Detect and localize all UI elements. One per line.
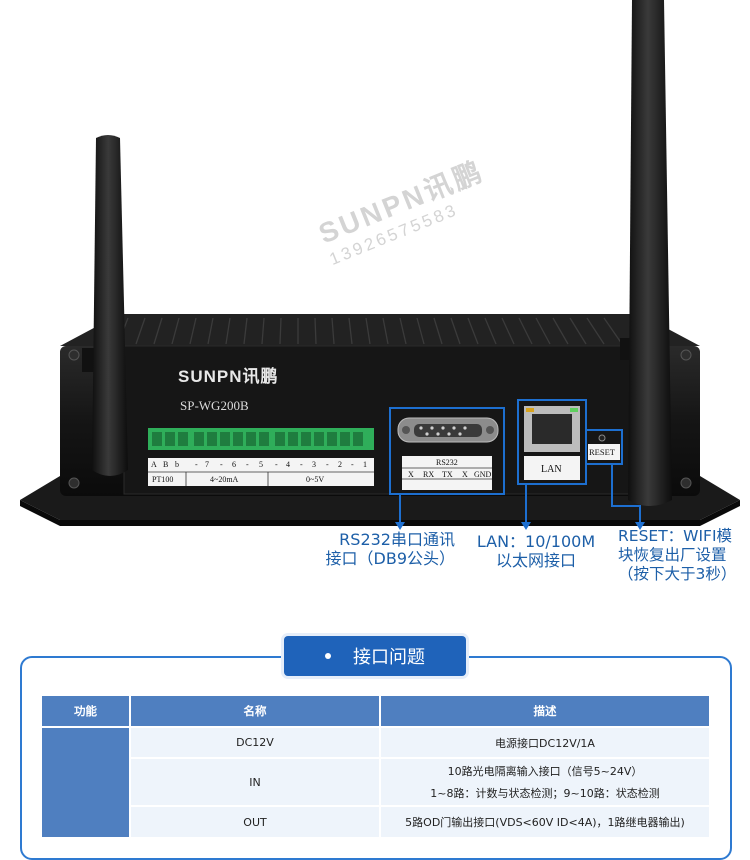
interface-table: 功能 名称 描述 DC12V 电源接口DC12V/1A IN 10路光电隔离输入…: [40, 694, 711, 839]
terminal-label-dash: -: [351, 460, 354, 469]
row-description-line: 10路光电隔离输入接口（信号5~24V）: [447, 765, 643, 778]
callout-rs232: RS232串口通讯 接口（DB9公头）: [320, 530, 455, 568]
callout-lan-line2: 以太网接口: [495, 551, 576, 570]
terminal-label-2: 2: [338, 460, 342, 469]
device-brand-logo: SUNPN讯鹏: [178, 367, 279, 386]
lan-port-label: LAN: [541, 464, 562, 475]
section-title: 接口问题: [284, 636, 466, 676]
table-header-row: 功能 名称 描述: [42, 696, 709, 726]
rs232-pin-1: X: [408, 470, 414, 479]
reset-button-label: RESET: [589, 447, 615, 457]
function-group-cell: [42, 728, 129, 837]
row-description: 10路光电隔离输入接口（信号5~24V） 1~8路：计数与状态检测；9~10路：…: [381, 759, 709, 805]
rs232-pin-4: X: [462, 470, 468, 479]
terminal-group-0-5v: 0~5V: [306, 475, 325, 484]
callout-rs232-line1: RS232串口通讯: [339, 530, 455, 549]
device-model-label: SP-WG200B: [180, 398, 249, 413]
row-description: 电源接口DC12V/1A: [381, 728, 709, 757]
terminal-label-dash: -: [195, 460, 198, 469]
terminal-label-a: A: [151, 460, 157, 469]
row-description-line: 1~8路：计数与状态检测；9~10路：状态检测: [430, 787, 660, 800]
rs232-pin-3: TX: [442, 470, 453, 479]
callout-reset-line1: RESET：WIFI模: [618, 527, 733, 545]
device-photo: [20, 0, 740, 530]
rs232-pin-5: GND: [474, 470, 492, 479]
header-description: 描述: [381, 696, 709, 726]
terminal-label-dash: -: [300, 460, 303, 469]
callout-lan-line1: LAN：10/100M: [476, 532, 596, 551]
table-row: DC12V 电源接口DC12V/1A: [42, 728, 709, 837]
terminal-label-6: 6: [232, 460, 236, 469]
rs232-port-label: RS232: [436, 458, 458, 467]
header-function: 功能: [42, 696, 129, 726]
header-name: 名称: [131, 696, 379, 726]
callout-rs232-line2: 接口（DB9公头）: [325, 549, 455, 568]
rs232-pin-2: RX: [423, 470, 435, 479]
row-name: DC12V: [131, 728, 379, 757]
callout-lan: LAN：10/100M 以太网接口: [470, 532, 602, 570]
terminal-label-b-small: b: [175, 460, 179, 469]
terminal-label-4: 4: [286, 460, 290, 469]
terminal-label-dash: -: [246, 460, 249, 469]
terminal-label-dash: -: [220, 460, 223, 469]
terminal-label-b: B: [163, 460, 169, 469]
terminal-label-dash: -: [326, 460, 329, 469]
row-name: OUT: [131, 807, 379, 837]
table-row: OUT 5路OD门输出接口(VDS<60V ID<4A)，1路继电器输出): [42, 807, 709, 837]
terminal-group-pt100: PT100: [152, 475, 174, 484]
row-description: 5路OD门输出接口(VDS<60V ID<4A)，1路继电器输出): [381, 807, 709, 837]
callout-reset-line3: （按下大于3秒）: [618, 565, 737, 583]
section-title-text: 接口问题: [353, 647, 425, 668]
terminal-label-1: 1: [363, 460, 367, 469]
terminal-label-5: 5: [259, 460, 263, 469]
callout-reset: RESET：WIFI模 块恢复出厂设置 （按下大于3秒）: [618, 527, 750, 584]
terminal-group-4-20ma: 4~20mA: [210, 475, 239, 484]
bullet-icon: [325, 653, 331, 659]
terminal-label-3: 3: [312, 460, 316, 469]
callout-reset-line2: 块恢复出厂设置: [618, 546, 727, 564]
terminal-label-dash: -: [275, 460, 278, 469]
terminal-label-7: 7: [205, 460, 209, 469]
table-row: IN 10路光电隔离输入接口（信号5~24V） 1~8路：计数与状态检测；9~1…: [42, 759, 709, 805]
row-name: IN: [131, 759, 379, 805]
